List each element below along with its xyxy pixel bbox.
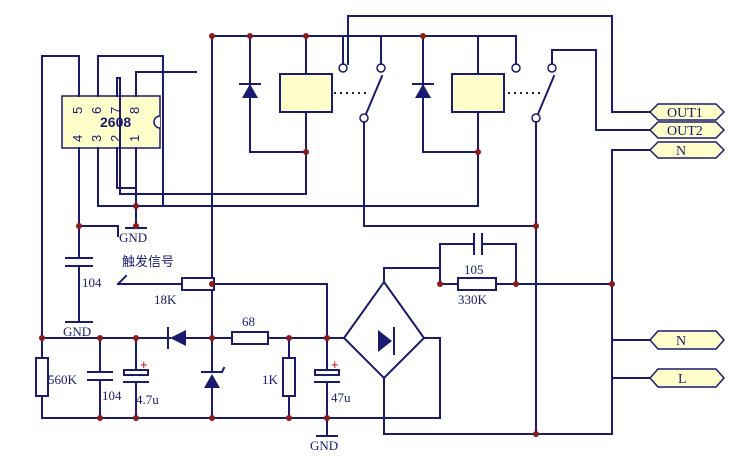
res-560k: 560K — [35, 337, 78, 419]
ic-pin-5: 5 — [70, 107, 85, 114]
terminal-n-bottom-label: N — [676, 334, 686, 349]
cap-4u7-label: 4.7u — [136, 392, 159, 407]
cap-105-label: 105 — [464, 262, 484, 277]
terminal-out2: OUT2 — [648, 121, 726, 139]
res-1k-label: 1K — [262, 372, 279, 387]
ic-pin-2: 2 — [108, 135, 123, 142]
bridge-rectifier — [342, 267, 441, 435]
res-18k: 18K — [154, 277, 328, 339]
gnd-ic-label: GND — [119, 230, 147, 245]
cap-47u-label: 47u — [331, 390, 351, 405]
terminal-n-bottom: N — [648, 330, 726, 350]
terminal-out1: OUT1 — [648, 103, 726, 121]
diode-series — [167, 327, 186, 349]
ic-pin-3: 3 — [89, 135, 104, 142]
relay-2 — [191, 35, 651, 435]
terminal-n-top-label: N — [676, 144, 686, 159]
res-68: 68 — [231, 314, 269, 345]
res-330k-label: 330K — [458, 292, 488, 307]
ic-2608: 2608 5 6 7 8 4 3 2 1 — [61, 95, 161, 149]
ic-pin-6: 6 — [89, 107, 104, 114]
ic-name: 2608 — [100, 114, 131, 130]
cap-47u: + 47u GND — [310, 337, 351, 453]
svg-text:+: + — [331, 357, 339, 372]
trigger-label: 触发信号 — [122, 254, 174, 270]
trigger-input: 触发信号 — [116, 254, 183, 286]
ic-pin-4: 4 — [70, 135, 85, 142]
ic-pin-1: 1 — [127, 135, 142, 142]
terminal-out2-label: OUT2 — [667, 124, 703, 139]
res-1k: 1K — [262, 337, 296, 419]
res-18k-label: 18K — [154, 292, 177, 307]
junctions — [39, 33, 615, 437]
gnd-ic: GND — [119, 227, 147, 245]
relay-1 — [211, 15, 651, 339]
ic-wiring — [41, 55, 307, 339]
cap-104-bottom: 104 — [87, 337, 122, 419]
res-560k-label: 560K — [48, 372, 78, 387]
gnd-cap-label: GND — [63, 324, 91, 339]
svg-text:+: + — [140, 357, 148, 372]
cap-4u7: + 4.7u — [123, 337, 159, 419]
terminal-out1-label: OUT1 — [667, 106, 703, 121]
cap-104-left-label: 104 — [82, 275, 102, 290]
ic-pin-7: 7 — [108, 107, 123, 114]
terminal-l-label: L — [678, 372, 687, 387]
zener-diode — [201, 337, 226, 419]
ic-pin-8: 8 — [127, 107, 142, 114]
res-68-label: 68 — [242, 314, 255, 329]
terminal-l: L — [648, 368, 726, 388]
gnd-bottom-label: GND — [310, 438, 338, 453]
terminal-n-top: N — [648, 141, 726, 159]
cap-104-left: 104 GND — [63, 225, 119, 339]
cap-105: 105 — [439, 233, 517, 285]
cap-104-bottom-label: 104 — [102, 388, 122, 403]
